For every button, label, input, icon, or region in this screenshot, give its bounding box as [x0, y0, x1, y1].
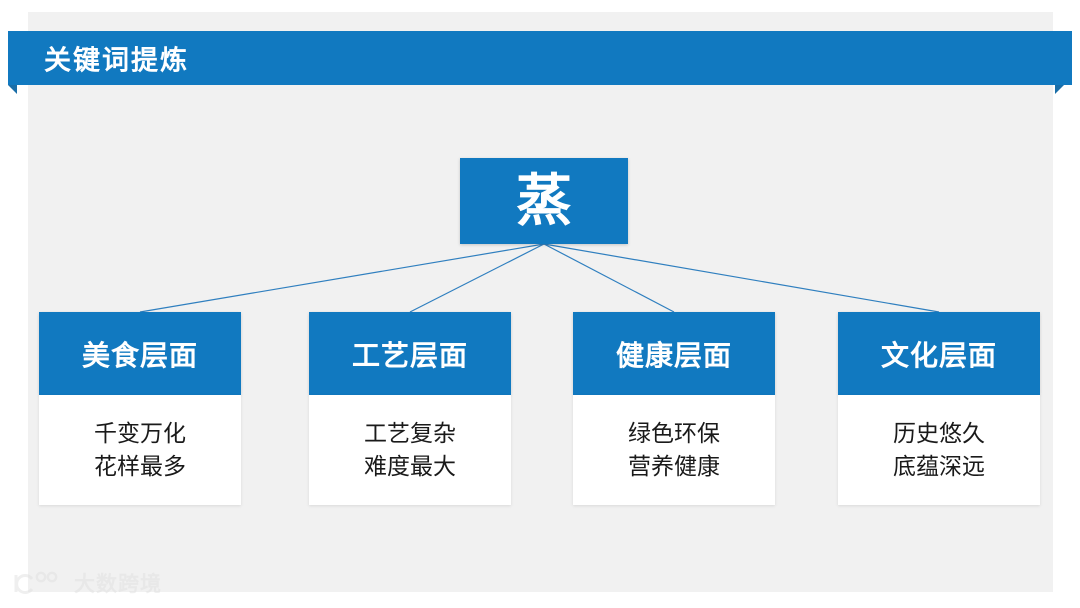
banner-fold-left	[8, 85, 17, 94]
branch-header-label: 健康层面	[615, 339, 732, 371]
branch-line: 千变万化	[94, 419, 186, 446]
page-title: 关键词提炼	[44, 45, 189, 76]
branch-header: 健康层面	[573, 312, 775, 395]
watermark: 大数跨境	[10, 566, 162, 600]
banner-fold-right	[1055, 85, 1064, 94]
branch-line: 花样最多	[94, 453, 186, 479]
branch-body: 历史悠久 底蕴深远	[838, 395, 1040, 505]
root-node[interactable]: 蒸	[460, 158, 628, 244]
branch-line: 难度最大	[364, 453, 456, 479]
branch-body: 工艺复杂 难度最大	[309, 395, 511, 505]
branch-body: 千变万化 花样最多	[39, 395, 241, 505]
watermark-logo-icon	[14, 571, 58, 594]
branch-header: 工艺层面	[309, 312, 511, 395]
branch-line: 底蕴深远	[893, 453, 985, 479]
branch-header-label: 美食层面	[81, 339, 198, 371]
branch-line: 工艺复杂	[364, 419, 456, 446]
branch-line: 绿色环保	[628, 419, 720, 446]
branch-header: 文化层面	[838, 312, 1040, 395]
watermark-text: 大数跨境	[74, 573, 162, 596]
branch-line: 历史悠久	[893, 419, 985, 446]
slide-canvas	[28, 12, 1053, 592]
branch-header: 美食层面	[39, 312, 241, 395]
branch-card-gongyi[interactable]: 工艺层面 工艺复杂 难度最大	[309, 312, 511, 505]
branch-header-label: 工艺层面	[351, 339, 468, 371]
title-banner: 关键词提炼	[8, 31, 1072, 85]
branch-header-label: 文化层面	[880, 339, 997, 371]
root-node-label: 蒸	[516, 169, 572, 232]
branch-line: 营养健康	[628, 453, 720, 479]
branch-card-meishi[interactable]: 美食层面 千变万化 花样最多	[39, 312, 241, 505]
branch-card-jiankang[interactable]: 健康层面 绿色环保 营养健康	[573, 312, 775, 505]
branch-body: 绿色环保 营养健康	[573, 395, 775, 505]
branch-card-wenhua[interactable]: 文化层面 历史悠久 底蕴深远	[838, 312, 1040, 505]
